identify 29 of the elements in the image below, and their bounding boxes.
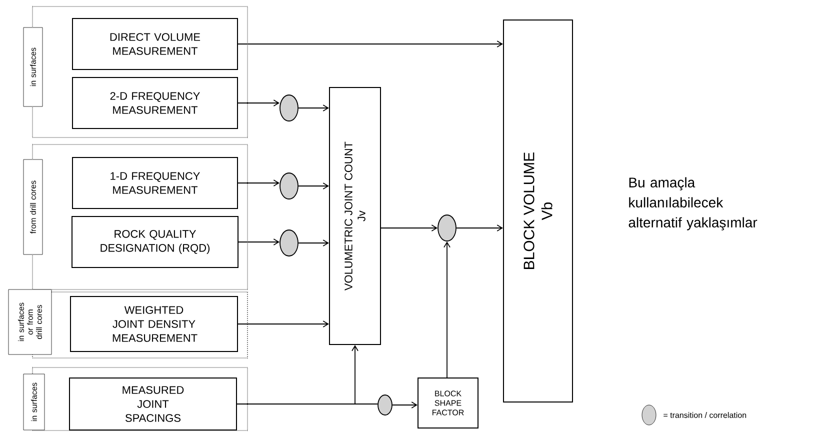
process-box: BLOCK VOLUME Vb <box>503 20 573 402</box>
process-box: 2-D FREQUENCY MEASUREMENT <box>72 77 238 129</box>
transition-ellipse <box>280 230 298 256</box>
process-box: WEIGHTED JOINT DENSITY MEASUREMENT <box>70 296 238 352</box>
arrow <box>392 402 418 408</box>
transition-ellipse <box>280 94 298 122</box>
arrow <box>380 224 438 232</box>
process-box: 1-D FREQUENCY MEASUREMENT <box>72 157 238 209</box>
arrow <box>298 182 329 190</box>
transition-ellipse <box>378 394 392 416</box>
arrow <box>456 224 503 232</box>
process-box: ROCK QUALITY DESIGNATION (RQD) <box>72 216 238 268</box>
transition-ellipse <box>280 172 298 200</box>
process-box: MEASURED JOINT SPACINGS <box>69 378 237 430</box>
arrow <box>298 240 329 246</box>
legend-text: = transition / correlation <box>664 412 746 418</box>
note-text: Bu amaçla kullanılabilecek alternatif yaklaşımlar <box>628 177 758 230</box>
arrow <box>238 180 280 186</box>
process-box: DIRECT VOLUME MEASUREMENT <box>72 18 238 70</box>
arrow <box>298 104 329 112</box>
arrow <box>444 241 450 378</box>
node-label: in surfaces or from <box>18 302 33 342</box>
transition-ellipse <box>438 214 456 242</box>
arrow <box>238 100 280 106</box>
arrow <box>238 238 280 246</box>
arrow <box>238 320 329 328</box>
process-box: VOLUMETRIC JOINT COUNT Jv <box>329 87 381 345</box>
process-box: BLOCK SHAPE FACTOR <box>418 378 478 428</box>
arrow <box>238 40 503 48</box>
